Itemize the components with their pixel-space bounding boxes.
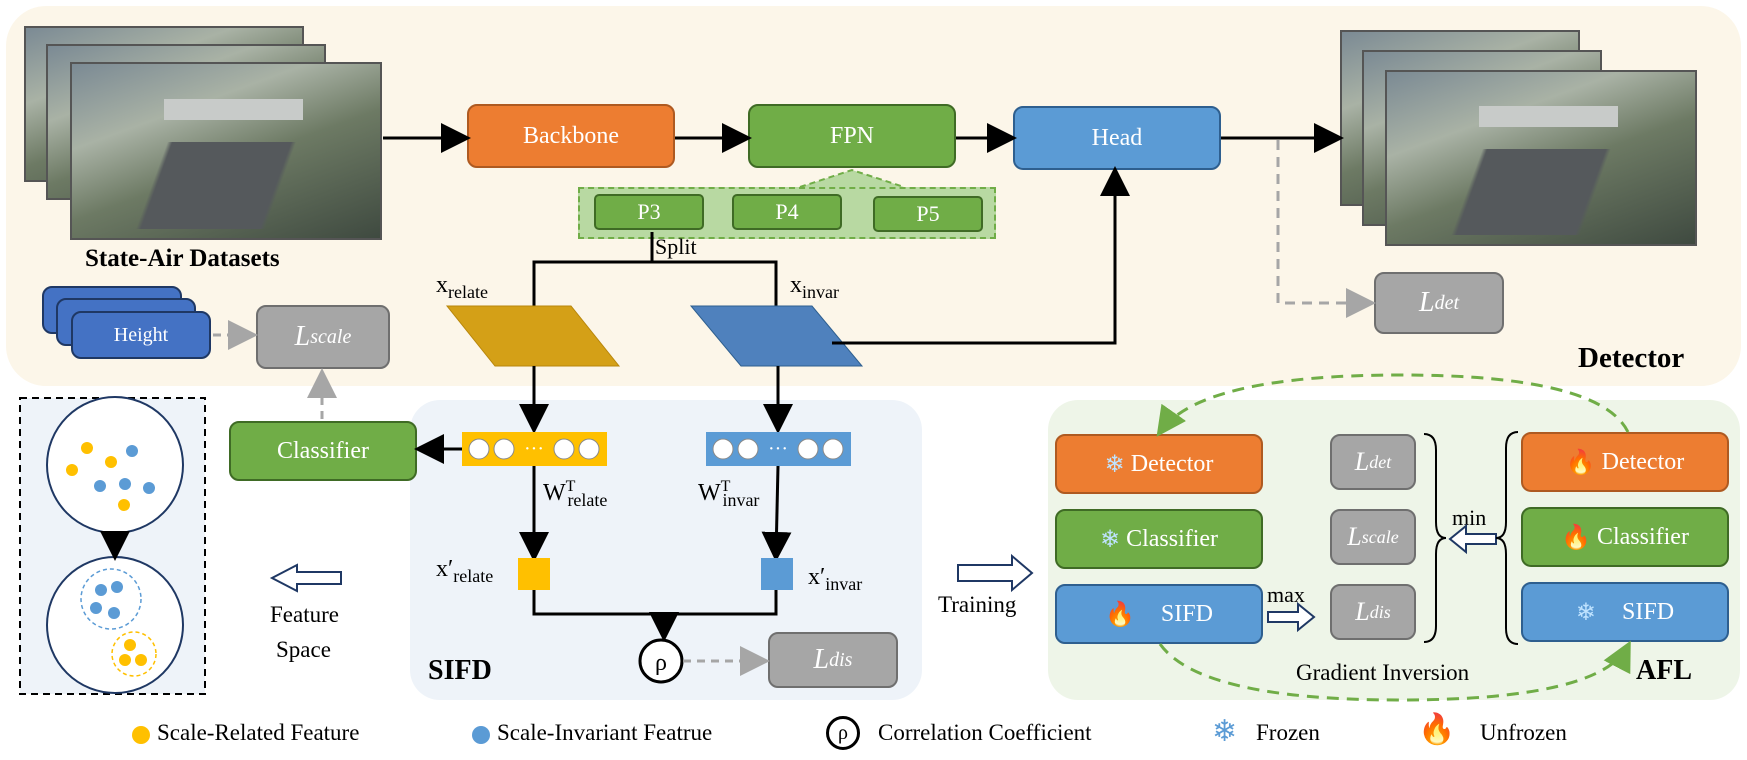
detector-title: Detector (1578, 342, 1685, 374)
xprime-relate-square (518, 558, 550, 590)
head-label: Head (1091, 124, 1143, 151)
w-invar-label: WTinvar (698, 478, 760, 510)
fpn-level-p5: P5 (873, 196, 983, 232)
related-cluster (111, 631, 157, 677)
legend-frozen-label: Frozen (1256, 720, 1320, 745)
sifd-title: SIFD (428, 655, 492, 686)
x-prime-invar-label: x′invar (808, 564, 863, 594)
arrow-invar-to-head (832, 166, 1130, 345)
feature-space-after (46, 556, 184, 694)
backbone-label: Backbone (523, 122, 619, 149)
max-label: max (1267, 582, 1305, 607)
fpn-label: FPN (829, 122, 875, 149)
datasets-label: State-Air Datasets (85, 245, 280, 272)
snowflake-icon: ❄ (1212, 715, 1238, 748)
correlation-icon: ρ (826, 716, 860, 750)
x-invar-label: xinvar (790, 272, 839, 302)
brace-left-modules (1495, 431, 1519, 645)
split-line (519, 232, 654, 342)
min-label: min (1452, 505, 1487, 530)
feature-space-label-1: Feature (270, 602, 339, 627)
feature-space-arrow (269, 563, 342, 593)
brace-right-losses (1423, 433, 1447, 643)
fpn-level-p4: P4 (732, 194, 842, 230)
snowflake-icon: ❄ (1575, 599, 1597, 626)
scale-invariant-dot (472, 726, 490, 744)
gradient-arc-bottom (1158, 640, 1631, 702)
invariant-cluster (80, 568, 142, 630)
invar-projection (689, 305, 864, 367)
max-arrow (1267, 601, 1316, 633)
gradient-arc-top (1156, 373, 1630, 437)
sifd-classifier-block: Classifier (229, 421, 417, 481)
legend-unfrozen-label: Unfrozen (1480, 720, 1567, 745)
afl-left-detector: ❄Detector (1055, 434, 1263, 494)
height-block: Height (71, 311, 211, 359)
relate-projection (445, 305, 621, 367)
feature-space-label-2: Space (276, 637, 331, 662)
training-arrow (957, 553, 1034, 593)
training-label: Training (938, 592, 1017, 617)
x-relate-label: xrelate (436, 272, 488, 302)
scale-related-dot (132, 726, 150, 744)
legend-invariant-label: Scale-Invariant Featrue (497, 720, 713, 745)
legend-correlation-label: Correlation Coefficient (878, 720, 1092, 745)
flame-icon: 🔥 (1561, 524, 1591, 551)
arrow-output-to-det-loss (1276, 140, 1376, 318)
w-relate-label: WTrelate (543, 478, 608, 510)
arrow-vector-to-xprime-invar (761, 465, 792, 562)
svg-text:···: ··· (768, 438, 788, 460)
head-block: Head (1013, 106, 1221, 170)
rho-operator (638, 638, 684, 684)
xprime-merge-line (532, 590, 778, 616)
split-label: Split (655, 234, 697, 259)
snowflake-icon: ❄ (1099, 526, 1121, 553)
flame-icon: 🔥 (1565, 449, 1596, 476)
afl-right-detector: 🔥Detector (1521, 432, 1729, 492)
rho-symbol: ρ (655, 650, 667, 676)
afl-left-sifd: 🔥SIFD (1055, 584, 1263, 644)
afl-right-sifd: ❄SIFD (1521, 582, 1729, 642)
svg-text:···: ··· (524, 438, 544, 460)
fpn-block: FPN (748, 104, 956, 168)
afl-right-classifier: 🔥Classifier (1521, 507, 1729, 567)
snowflake-icon: ❄ (1104, 451, 1125, 478)
fpn-callout (799, 168, 905, 188)
legend-related-label: Scale-Related Feature (157, 720, 360, 745)
fpn-level-p3: P3 (594, 194, 704, 230)
flame-icon: 🔥 (1105, 601, 1135, 628)
xprime-invar-square (761, 558, 793, 590)
dataset-image-front (70, 62, 382, 240)
gradient-inversion-label: Gradient Inversion (1296, 660, 1470, 685)
afl-title: AFL (1636, 655, 1692, 686)
output-image-front (1385, 70, 1697, 246)
x-prime-relate-label: x′relate (436, 556, 494, 586)
min-arrow (1448, 523, 1497, 555)
flame-icon: 🔥 (1418, 713, 1456, 746)
afl-left-classifier: ❄Classifier (1055, 509, 1263, 569)
